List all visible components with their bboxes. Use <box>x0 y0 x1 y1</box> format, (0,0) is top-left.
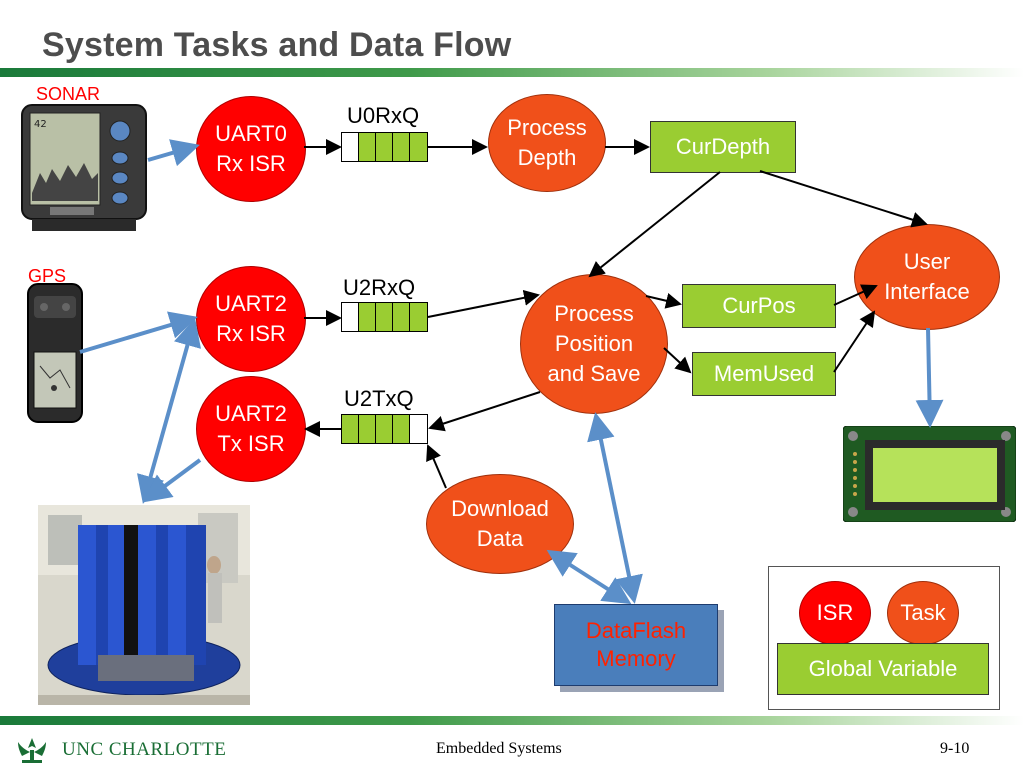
arrow-download-to-u2txq <box>426 444 447 489</box>
user-interface-task: User Interface <box>854 224 1000 330</box>
curdepth-global: CurDepth <box>650 121 796 173</box>
gps-label: GPS <box>28 266 67 286</box>
legend-global-variable: Global Variable <box>777 643 989 695</box>
arrow-processposition-to-memused <box>663 347 692 374</box>
u2rxq-queue <box>340 302 429 332</box>
top-divider-bar <box>0 68 1024 77</box>
footer-course-title: Embedded Systems <box>436 740 562 757</box>
process-position-task: Process Position and Save <box>520 274 668 414</box>
arrow-sonar-to-uart0 <box>147 139 200 167</box>
u2txq-label: U2TxQ <box>344 386 414 411</box>
uart2-tx-isr: UART2 Tx ISR <box>196 376 306 482</box>
dataflash-memory-box: DataFlash Memory <box>554 604 718 686</box>
footer-logo-text: UNC CHARLOTTE <box>62 739 227 760</box>
unc-charlotte-logo-icon <box>8 734 56 764</box>
arrow-processposition-to-curpos <box>645 293 682 309</box>
arrow-gps-to-uart2rx <box>79 311 198 354</box>
arrow-processposition-to-u2txq <box>428 391 541 432</box>
arrow-curpos-to-ui <box>833 284 878 306</box>
legend-isr: ISR <box>799 581 871 645</box>
gps-device-image <box>24 282 86 424</box>
svg-text:42: 42 <box>34 119 47 130</box>
arrow-ui-to-lcd <box>915 327 944 428</box>
uart0-rx-isr: UART0 Rx ISR <box>196 96 306 202</box>
arrow-curdepth-to-processposition <box>588 171 721 278</box>
u2txq-queue <box>340 414 429 444</box>
supercomputer-image <box>38 505 250 705</box>
bottom-divider-bar <box>0 716 1024 725</box>
page-title: System Tasks and Data Flow <box>42 26 512 64</box>
arrow-uart2tx-to-supercomputer <box>142 458 202 503</box>
arrow-supercomputer-to-uart2rx <box>137 318 201 504</box>
arrow-download-dataflash <box>546 549 632 605</box>
legend-box: ISR Task Global Variable <box>768 566 1000 710</box>
curpos-global: CurPos <box>682 284 836 328</box>
process-depth-task: Process Depth <box>488 94 606 192</box>
arrow-u2rxq-to-processposition <box>427 289 540 318</box>
u0rxq-queue <box>340 132 429 162</box>
sonar-label: SONAR <box>36 84 101 104</box>
u0rxq-label: U0RxQ <box>347 103 420 128</box>
u2rxq-label: U2RxQ <box>343 275 416 300</box>
arrow-processposition-dataflash <box>587 412 643 604</box>
memused-global: MemUsed <box>692 352 836 396</box>
arrow-memused-to-ui <box>833 310 876 373</box>
lcd-display-image <box>842 425 1017 523</box>
uart2-rx-isr: UART2 Rx ISR <box>196 266 306 372</box>
footer-page-number: 9-10 <box>940 740 970 757</box>
sonar-device-image: 42 <box>20 103 148 233</box>
legend-task: Task <box>887 581 959 645</box>
arrow-curdepth-to-ui <box>759 170 928 228</box>
